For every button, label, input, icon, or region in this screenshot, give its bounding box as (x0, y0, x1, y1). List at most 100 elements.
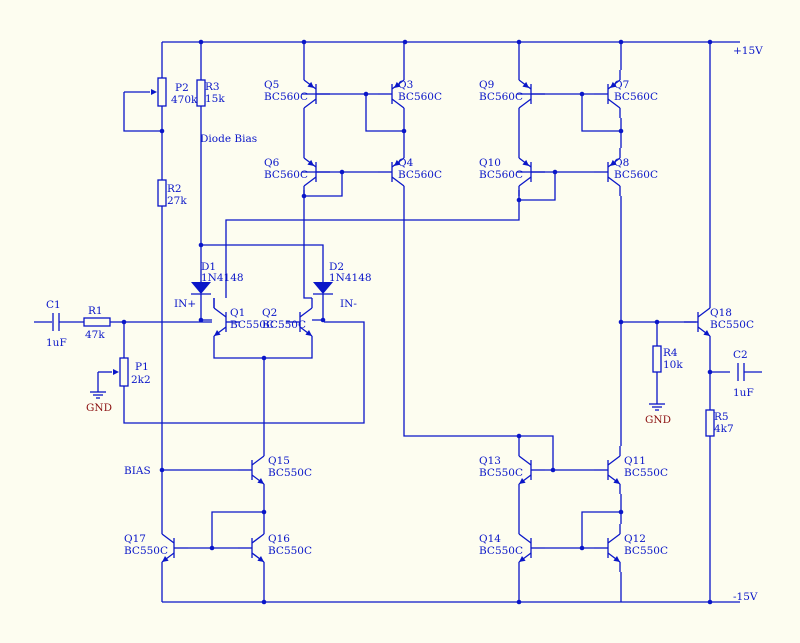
transistor-ref: Q16 (268, 533, 290, 545)
transistor-ref: Q7 (614, 79, 629, 91)
resistor-ref: R5 (714, 411, 729, 423)
transistor-ref: Q12 (624, 533, 646, 545)
transistor-ref: Q9 (479, 79, 494, 91)
in-plus-note: IN+ (174, 298, 196, 310)
transistor-part: BC560C (479, 169, 523, 181)
ground-label: GND (86, 402, 112, 414)
junction-dot (618, 509, 624, 515)
transistor-q8 (594, 148, 621, 196)
arrow-head (394, 81, 401, 88)
transistor-top-lead (518, 455, 532, 466)
junction-dot (579, 91, 585, 97)
arrow-head (214, 330, 221, 336)
wire (201, 244, 324, 282)
transistor-part: BC550C (268, 545, 312, 557)
transistor-q14 (518, 524, 545, 572)
ground-label: GND (645, 414, 671, 426)
transistor-part: BC550C (624, 467, 668, 479)
transistor-q15 (238, 446, 265, 494)
arrow-head (610, 159, 617, 166)
capacitor-ref: C2 (733, 349, 748, 361)
transistor-q17 (161, 524, 188, 572)
pot-ref: P1 (135, 361, 149, 373)
transistor-ref: Q2 (262, 307, 277, 319)
transistor-q6 (303, 148, 330, 196)
transistor-ref: Q6 (264, 157, 280, 169)
transistor-q4 (378, 148, 405, 196)
wire (123, 321, 365, 424)
wire (581, 94, 621, 132)
wire (211, 511, 264, 548)
transistor-bottom-lead (518, 98, 532, 109)
ground-symbol (649, 390, 665, 411)
arrow-head (703, 330, 710, 336)
transistor-q10 (518, 148, 545, 196)
transistor-top-lead (299, 307, 313, 318)
transistor-part: BC560C (614, 91, 658, 103)
transistor-ref: Q5 (264, 79, 279, 91)
transistor-part: BC560C (614, 169, 658, 181)
pot-p1 (113, 357, 129, 387)
transistor-top-lead (251, 455, 265, 466)
transistor-part: BC550C (479, 467, 523, 479)
arrow-head (522, 159, 529, 166)
transistor-ref: Q4 (398, 157, 414, 169)
transistor-part: BC560C (264, 169, 308, 181)
resistor-value: 10k (663, 359, 683, 371)
transistor-top-lead (607, 455, 621, 466)
transistor-q2 (286, 298, 313, 346)
transistor-part: BC550C (479, 545, 523, 557)
pot-p2 (151, 77, 167, 107)
transistor-ref: Q13 (479, 455, 501, 467)
junction-dot (579, 545, 585, 551)
transistor-q7 (594, 70, 621, 118)
arrow-head (610, 81, 617, 88)
transistor-part: BC550C (230, 319, 274, 331)
transistor-bottom-lead (303, 176, 317, 187)
in-minus-note: IN- (340, 298, 357, 310)
wire (304, 172, 343, 197)
capacitor-ref: C1 (46, 299, 61, 311)
wires (34, 39, 762, 605)
transistor-ref: Q17 (124, 533, 146, 545)
transistor-q5 (303, 70, 330, 118)
arrow-head (113, 369, 119, 375)
capacitor-c2 (737, 363, 745, 381)
diode-d1 (191, 282, 211, 295)
transistor-bottom-lead (391, 176, 405, 187)
transistor-part: BC560C (398, 169, 442, 181)
transistor-ref: Q18 (710, 307, 732, 319)
transistor-top-lead (251, 533, 265, 544)
wire (123, 92, 162, 132)
transistor-bottom-lead (607, 98, 621, 109)
wire (200, 294, 212, 321)
resistor-value: 15k (205, 93, 225, 105)
transistor-part: BC550C (710, 319, 754, 331)
transistor-top-lead (607, 533, 621, 544)
transistor-q1 (213, 298, 240, 346)
transistor-bottom-lead (518, 176, 532, 187)
resistor-r2 (157, 179, 167, 207)
components (52, 70, 745, 572)
transistor-bottom-lead (303, 98, 317, 109)
diode-ref: D1 (201, 261, 216, 273)
arrow-head (162, 556, 169, 562)
junction-dot (320, 317, 326, 323)
diode-part: 1N4148 (201, 272, 244, 284)
junction-dot (261, 355, 267, 361)
resistor-body (196, 79, 206, 107)
arrow-head (613, 478, 620, 484)
positive-rail-label: +15V (733, 45, 763, 57)
transistor-q13 (518, 446, 545, 494)
arrow-head (307, 81, 314, 88)
arrow-head (257, 478, 264, 484)
junction-dot (363, 91, 369, 97)
capacitor-value: 1uF (46, 337, 67, 349)
arrow-head (307, 159, 314, 166)
transistor-part: BC560C (479, 91, 523, 103)
diode-ref: D2 (329, 261, 344, 273)
resistor-ref: R4 (663, 347, 678, 359)
